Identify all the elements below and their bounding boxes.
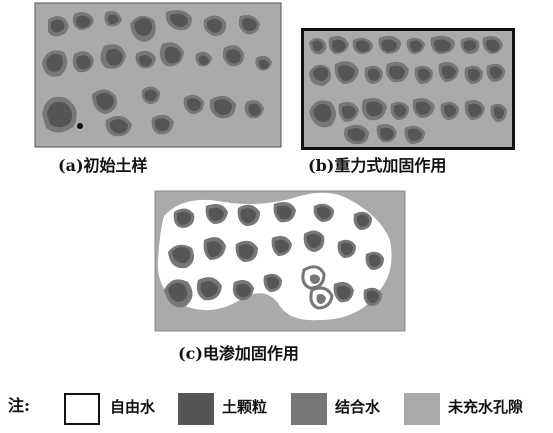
legend-swatch-free-water	[64, 393, 100, 425]
panel-a-particles	[42, 10, 272, 137]
legend-label-particle: 土颗粒	[222, 398, 268, 416]
legend-note: 注:	[8, 396, 30, 415]
panel-c-particles	[164, 202, 384, 310]
panel-b-gravity-reinforcement	[301, 28, 515, 150]
legend-swatch-unfilled-pore	[404, 393, 440, 425]
caption-b: (b)重力式加固作用	[308, 156, 447, 175]
panel-b-particles	[309, 35, 507, 145]
panel-a-initial-sample	[34, 2, 282, 148]
panel-c-electroosmosis-reinforcement	[154, 190, 406, 332]
legend-label-bound-water: 结合水	[335, 398, 381, 416]
legend-label-free-water: 自由水	[110, 398, 156, 416]
legend-label-unfilled-pore: 未充水孔隙	[448, 398, 524, 416]
legend-swatch-particle	[178, 393, 214, 425]
caption-c: (c)电渗加固作用	[178, 344, 299, 363]
caption-a: (a)初始土样	[58, 156, 148, 175]
legend-swatch-bound-water	[291, 393, 327, 425]
